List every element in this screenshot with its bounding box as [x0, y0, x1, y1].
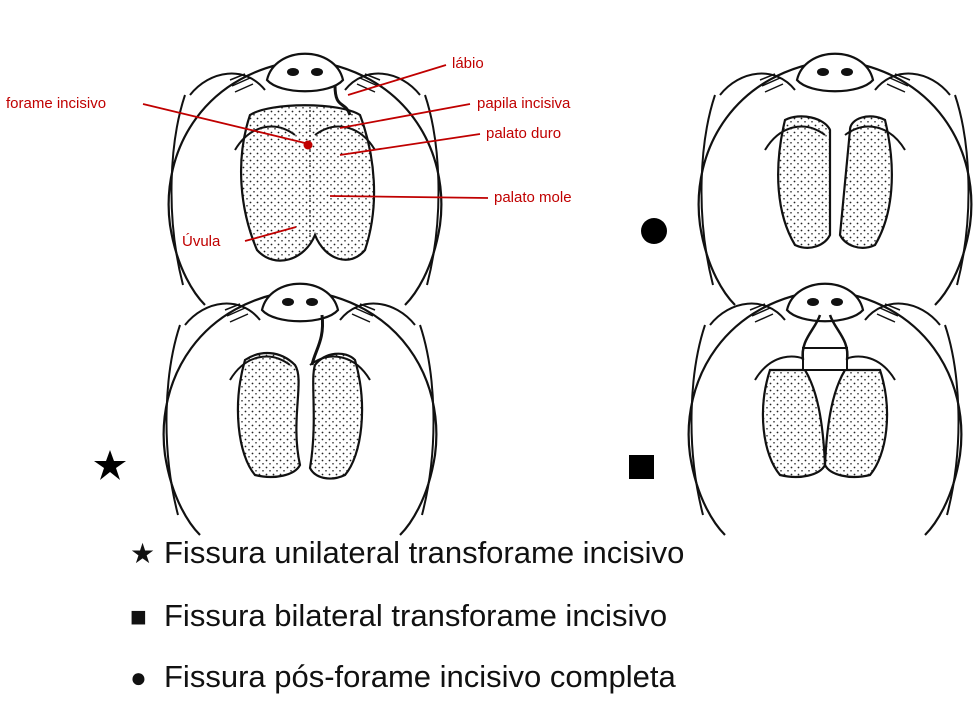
- panel-pos-forame: [699, 54, 972, 305]
- legend-text-unilateral: Fissura unilateral transforame incisivo: [164, 535, 684, 570]
- square-icon: ■: [130, 601, 164, 633]
- marker-circle: [641, 218, 667, 244]
- label-labio: lábio: [452, 55, 484, 72]
- marker-square: [629, 455, 654, 479]
- legend-text-bilateral: Fissura bilateral transforame incisivo: [164, 598, 667, 633]
- legend-item-bilateral: ■Fissura bilateral transforame incisivo: [130, 598, 667, 634]
- label-palato-duro: palato duro: [486, 125, 561, 142]
- legend-item-unilateral: ★Fissura unilateral transforame incisivo: [130, 535, 684, 571]
- label-papila-incisiva: papila incisiva: [477, 95, 571, 112]
- label-forame-incisivo: forame incisivo: [6, 95, 106, 112]
- panel-bilateral: [689, 284, 962, 535]
- legend-text-pos-forame: Fissura pós-forame incisivo completa: [164, 659, 676, 694]
- panel-normal-palate: [169, 54, 442, 305]
- label-palato-mole: palato mole: [494, 189, 572, 206]
- marker-star: [94, 450, 126, 480]
- forame-incisivo-dot: [304, 141, 313, 150]
- legend-item-pos-forame: ●Fissura pós-forame incisivo completa: [130, 659, 676, 695]
- panel-unilateral: [164, 284, 437, 535]
- label-uvula: Úvula: [182, 233, 221, 250]
- star-icon: ★: [130, 537, 164, 570]
- circle-icon: ●: [130, 662, 164, 694]
